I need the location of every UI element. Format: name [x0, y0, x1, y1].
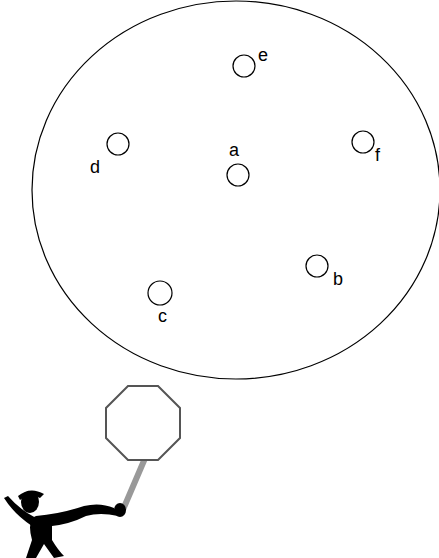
- big-circle: [32, 1, 439, 379]
- point-label: a: [229, 141, 239, 159]
- point-circle: b: [305, 254, 329, 278]
- point-label: e: [258, 46, 268, 64]
- circle-outline: [305, 254, 329, 278]
- point-circle: f: [351, 130, 375, 154]
- point-label: b: [333, 270, 343, 288]
- circle-outline: [147, 280, 173, 306]
- stick-figure: [4, 386, 180, 558]
- point-label: f: [375, 146, 380, 164]
- circle-outline: [351, 130, 375, 154]
- point-label: d: [90, 158, 100, 176]
- point-label: c: [158, 307, 167, 325]
- circle-outline: [226, 163, 250, 187]
- point-circle: c: [147, 280, 173, 306]
- point-circle: e: [232, 54, 256, 78]
- circle-outline: [232, 54, 256, 78]
- point-circle: a: [226, 163, 250, 187]
- point-circle: d: [106, 132, 130, 156]
- circle-outline: [106, 132, 130, 156]
